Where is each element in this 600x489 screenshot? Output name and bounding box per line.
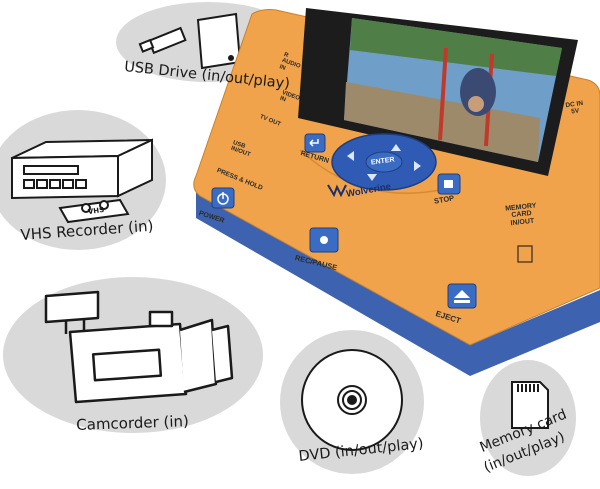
- usb-drive-icon: [196, 12, 242, 70]
- memory-slot-icon: [517, 245, 533, 263]
- camcorder-label: Camcorder (in): [75, 412, 190, 434]
- enter-button[interactable]: [365, 151, 403, 173]
- memory-card-icon: [511, 381, 549, 429]
- vhs-recorder-icon: [11, 138, 153, 200]
- dc-in-label: DC IN 5V: [564, 99, 584, 116]
- camcorder-icon: [44, 290, 234, 404]
- memory-slot-label: MEMORY CARD IN/OUT: [504, 202, 537, 227]
- usb-stick-icon: [138, 26, 187, 55]
- vhs-tape-icon: [58, 198, 130, 224]
- brand-logo-icon: [327, 184, 347, 198]
- converter-device: [193, 8, 600, 376]
- dvd-disc-icon: [301, 349, 403, 451]
